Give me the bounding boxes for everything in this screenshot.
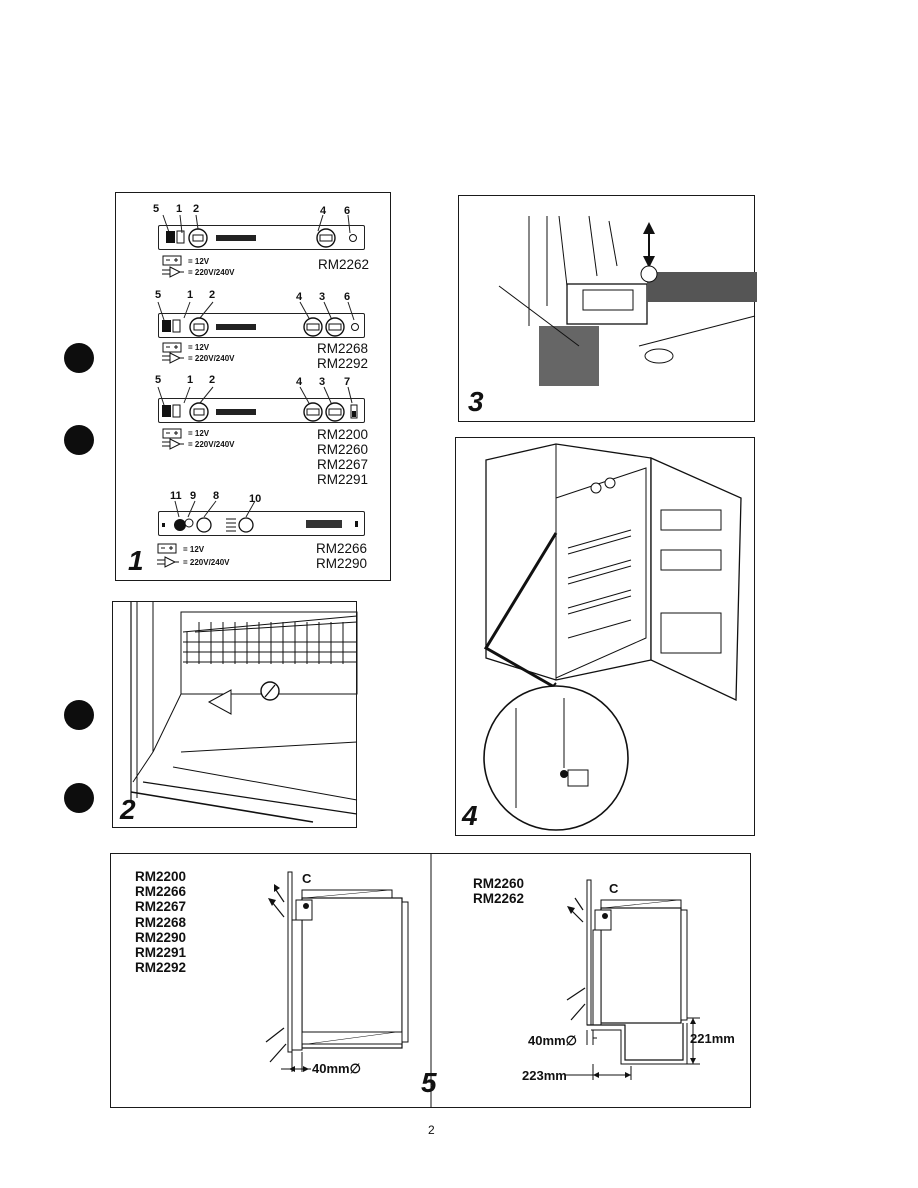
callout-5: 5 <box>155 374 162 386</box>
figure-3-drawing <box>498 215 757 386</box>
callout-4: 4 <box>320 205 327 217</box>
figure-4-number: 4 <box>462 800 478 831</box>
dim-hole-40mm: 40mm∅ <box>312 1061 361 1076</box>
figure-3-frame <box>458 195 755 422</box>
dc-symbol-icon <box>162 255 182 266</box>
dc-symbol-icon <box>157 543 177 554</box>
ac-symbol-icon <box>162 438 184 450</box>
bullet-dot <box>64 343 94 373</box>
callout-10: 10 <box>249 493 262 505</box>
model-label: RM2290 <box>135 929 187 945</box>
callout-4: 4 <box>296 376 303 388</box>
model-label: RM2266 <box>135 884 187 900</box>
figure-2-number: 2 <box>120 794 136 825</box>
legend-12v: = 12V <box>183 545 205 554</box>
model-label: RM2291 <box>317 472 369 487</box>
model-label: RM2292 <box>317 356 369 371</box>
fig5-right-section <box>565 879 700 1080</box>
model-label: RM2290 <box>316 556 368 571</box>
dim-hole-40mm: 40mm∅ <box>528 1033 577 1048</box>
callout-6: 6 <box>344 291 351 303</box>
ac-symbol-icon <box>157 556 179 568</box>
bullet-dot <box>64 425 94 455</box>
dim-height-221mm: 221mm <box>690 1031 735 1046</box>
callout-1: 1 <box>176 203 183 215</box>
model-label: RM2291 <box>135 945 187 961</box>
figure-4-drawing <box>483 443 742 831</box>
callout-9: 9 <box>190 490 197 502</box>
legend-12v: = 12V <box>188 257 210 266</box>
model-label: RM2262 <box>318 257 370 272</box>
callout-7: 7 <box>344 376 351 388</box>
legend-220v: = 220V/240V <box>188 440 235 449</box>
callout-1: 1 <box>187 374 194 386</box>
dim-depth-223mm: 223mm <box>522 1068 567 1083</box>
model-label: RM2268 <box>317 341 369 356</box>
legend-12v: = 12V <box>188 343 210 352</box>
figure-1-frame <box>115 192 391 581</box>
legend-220v: = 220V/240V <box>188 268 235 277</box>
callout-4: 4 <box>296 291 303 303</box>
figure-2-drawing <box>130 602 358 823</box>
model-label: RM2267 <box>135 899 187 915</box>
model-label: RM2292 <box>135 960 187 976</box>
fig5-left-models: RM2200 RM2266 RM2267 RM2268 RM2290 RM229… <box>135 869 186 975</box>
figure-3-number: 3 <box>468 386 484 417</box>
figure-2-frame <box>112 601 357 828</box>
panel-a-controls <box>162 214 357 248</box>
model-label: RM2266 <box>316 541 368 556</box>
dc-symbol-icon <box>162 342 182 353</box>
dc-symbol-icon <box>162 428 182 439</box>
bullet-dot <box>64 783 94 813</box>
page-number: 2 <box>428 1123 435 1137</box>
callout-8: 8 <box>213 490 220 502</box>
model-label: RM2200 <box>135 869 187 884</box>
callout-11: 11 <box>170 490 182 502</box>
ac-symbol-icon <box>162 266 184 278</box>
callout-1: 1 <box>187 289 194 301</box>
model-label: RM2262 <box>473 891 525 907</box>
panel-d-controls <box>162 500 358 533</box>
legend-220v: = 220V/240V <box>183 558 230 567</box>
label-c: C <box>609 881 619 896</box>
callout-6: 6 <box>344 205 351 217</box>
model-label: RM2268 <box>135 914 187 930</box>
figure-4-frame <box>455 437 755 836</box>
callout-3: 3 <box>319 376 326 388</box>
callout-5: 5 <box>155 289 162 301</box>
fig5-left-section <box>265 871 409 1072</box>
callout-2: 2 <box>209 374 216 386</box>
dim-arrow-line <box>281 1066 311 1072</box>
model-label: RM2260 <box>473 876 525 891</box>
panel-c-controls <box>157 386 358 422</box>
bullet-dot <box>64 700 94 730</box>
label-c: C <box>302 871 312 886</box>
panel-b-controls <box>157 301 359 337</box>
figure-5-divider <box>430 853 432 1108</box>
model-label: RM2267 <box>317 457 369 472</box>
model-label: RM2200 <box>317 427 369 442</box>
callout-2: 2 <box>193 203 200 215</box>
figure-1-number: 1 <box>128 545 144 576</box>
callout-2: 2 <box>209 289 216 301</box>
model-label: RM2260 <box>317 442 369 457</box>
legend-12v: = 12V <box>188 429 210 438</box>
figure-5-number: 5 <box>421 1067 437 1098</box>
legend-220v: = 220V/240V <box>188 354 235 363</box>
callout-3: 3 <box>319 291 326 303</box>
callout-5: 5 <box>153 203 160 215</box>
fig5-right-models: RM2260 RM2262 <box>473 876 524 906</box>
ac-symbol-icon <box>162 352 184 364</box>
